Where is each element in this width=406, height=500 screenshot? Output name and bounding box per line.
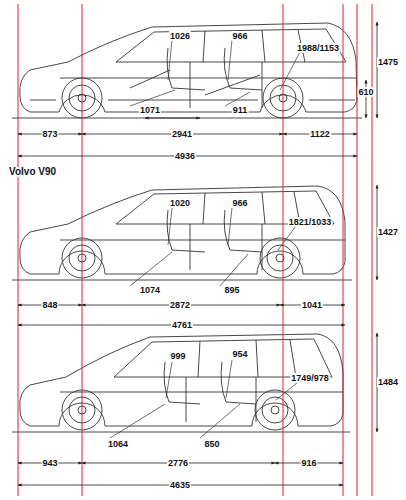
dimension-label: 2872: [169, 300, 191, 310]
dimension-label: 4635: [169, 480, 191, 490]
dimension-label: 1064: [107, 439, 129, 449]
dimension-label: 610: [357, 87, 374, 97]
dimension-label: 911: [232, 105, 249, 115]
dimension-label: 954: [231, 349, 248, 359]
dimension-label: 916: [300, 458, 317, 468]
dimension-label: 999: [169, 351, 186, 361]
dimension-label: 895: [223, 285, 240, 295]
dimension-label: 1821/1033: [288, 217, 333, 227]
dimension-label: 1988/1153: [296, 43, 340, 53]
dimension-label: 1122: [309, 129, 331, 139]
dimension-label: 966: [231, 31, 248, 41]
dimension-label: 1020: [169, 198, 191, 208]
dimension-label: 2776: [167, 458, 189, 468]
dimension-label: 4761: [171, 320, 193, 330]
dimension-label: 1026: [169, 31, 191, 41]
dimension-label: 850: [203, 439, 220, 449]
dimension-label: 943: [41, 458, 58, 468]
dimension-label: 1749/978: [290, 373, 330, 383]
dimension-label: 1427: [377, 227, 399, 237]
dimension-label: 1071: [139, 105, 161, 115]
dimension-label: 966: [231, 198, 248, 208]
model-name: Volvo V90: [8, 167, 57, 177]
dimension-label: 4936: [174, 151, 196, 161]
dimension-label: 1475: [377, 57, 399, 67]
dimension-label: 873: [41, 129, 58, 139]
dimension-label: 848: [41, 300, 58, 310]
dimension-label: 1484: [377, 377, 399, 387]
dimension-label: 1074: [139, 285, 161, 295]
dimension-label: 2941: [171, 129, 193, 139]
dimension-label: 1041: [301, 300, 323, 310]
